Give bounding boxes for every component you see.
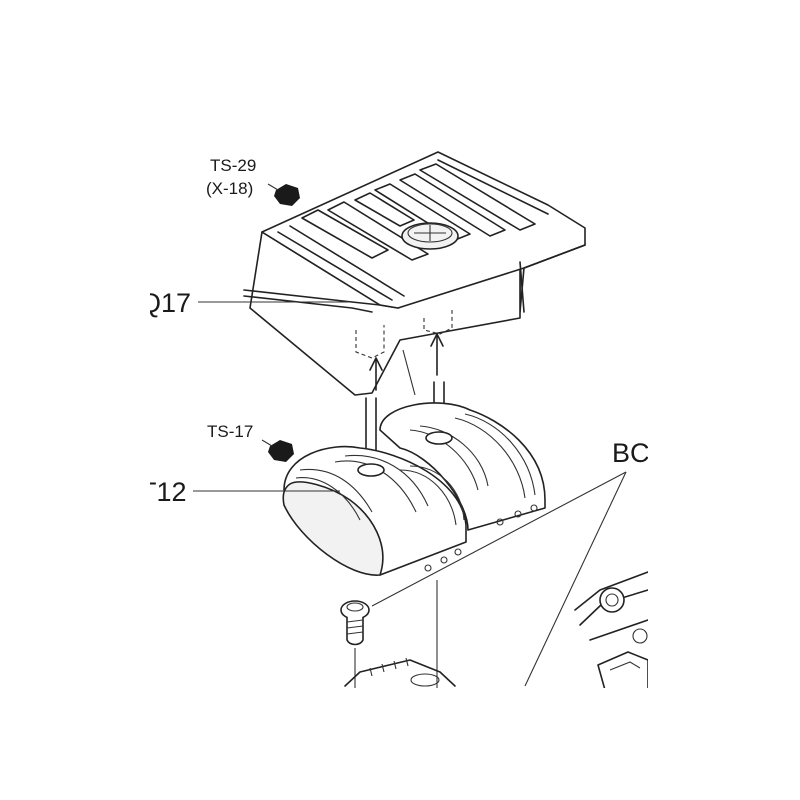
hex-nut-icon [267, 183, 300, 206]
fastener-top-label-line1: TS-29 [210, 156, 256, 175]
cover-part [243, 151, 586, 396]
fastener-top-label-line2: (X-18) [206, 179, 253, 198]
fastener-mid-label: TS-17 [207, 422, 253, 441]
hex-nut-icon [261, 439, 294, 462]
base-label: BC [612, 438, 650, 468]
tank-part [282, 402, 546, 576]
base-part [344, 571, 649, 691]
leader-lines [193, 301, 627, 687]
screw-icon [340, 600, 370, 646]
